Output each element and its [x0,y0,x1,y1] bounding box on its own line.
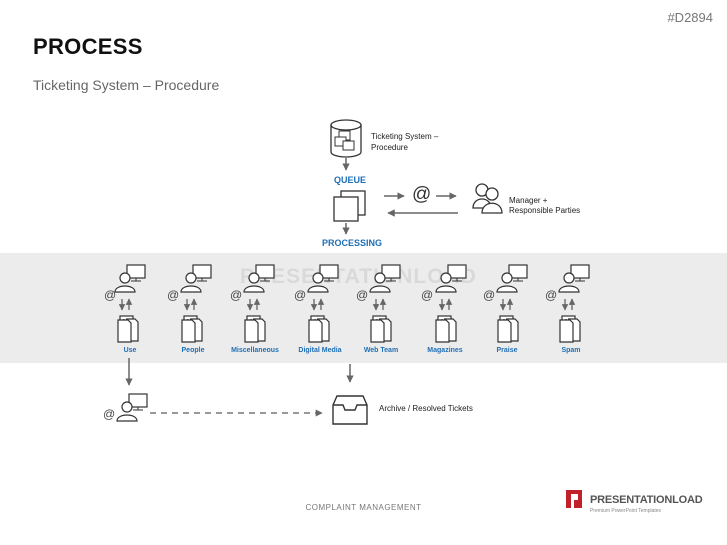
db-label-line1: Ticketing System – [371,132,439,141]
email-at-icon: @ [412,184,432,205]
at-icon: @ [103,407,116,421]
col-1 [114,264,146,343]
category-label: Praise [496,347,518,354]
col-6 [435,264,467,343]
document-icon [559,315,581,343]
brand-tagline: Premium PowerPoint Templates [590,508,662,514]
footer-text: COMPLAINT MANAGEMENT [305,503,422,512]
user-computer-icon [116,393,148,422]
archive-tray-icon [332,395,368,425]
document-icon [370,315,392,343]
queue-label: QUEUE [334,175,367,185]
document-icon [244,315,266,343]
user-computer-icon [180,264,212,293]
user-computer-icon [243,264,275,293]
watermark: PRESENTATIONLOAD [240,265,477,288]
at-icon: @ [421,288,434,302]
col-5 [369,264,401,343]
db-label-line2: Procedure [371,143,408,152]
document-icon [435,315,457,343]
group-users-icon [472,183,503,214]
col-2 [180,264,212,343]
processing-label: PROCESSING [322,238,383,248]
brand-name: PRESENTATIONLOAD [590,494,703,506]
col-7 [496,264,528,343]
at-icon: @ [483,288,496,302]
queue-docs-icon [333,190,366,222]
database-icon [330,119,362,158]
document-icon [497,315,519,343]
at-icon: @ [545,288,558,302]
user-computer-icon [496,264,528,293]
page-subtitle: Ticketing System – Procedure [33,77,220,93]
at-icon: @ [167,288,180,302]
user-computer-icon [369,264,401,293]
document-icon [117,315,139,343]
brand-logo-icon [566,490,582,508]
col-3 [243,264,275,343]
document-icon [308,315,330,343]
category-label: Magazines [427,347,463,354]
category-label: Miscellaneous [231,347,279,354]
manager-label-line1: Manager + [509,196,548,205]
page-title: PROCESS [33,34,143,59]
at-icon: @ [104,288,117,302]
at-icon: @ [294,288,307,302]
user-computer-icon [435,264,467,293]
archive-label: Archive / Resolved Tickets [379,404,473,413]
col-8 [558,264,590,343]
user-computer-icon [114,264,146,293]
at-icon: @ [230,288,243,302]
category-label: Digital Media [298,347,342,354]
document-icon [181,315,203,343]
user-computer-icon [558,264,590,293]
col-4 [307,264,339,343]
at-icon: @ [356,288,369,302]
category-label: People [181,347,205,354]
slide-code: #D2894 [667,10,713,25]
category-label: Use [123,347,137,354]
manager-label-line2: Responsible Parties [509,206,581,215]
category-label: Web Team [363,347,399,354]
user-computer-icon [307,264,339,293]
category-label: Spam [561,347,581,354]
